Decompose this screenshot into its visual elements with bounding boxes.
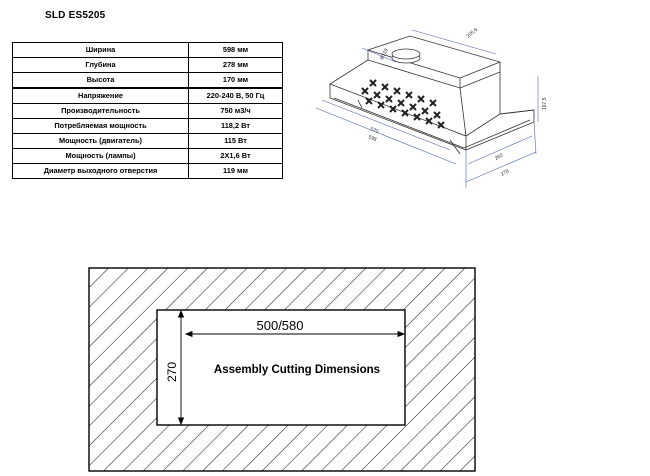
cutout-caption: Assembly Cutting Dimensions — [214, 364, 380, 376]
outlet-collar — [391, 48, 421, 64]
dim-total-width: 598 — [367, 134, 377, 143]
height-dimension-line — [177, 309, 185, 426]
spec-table: Ширина 598 мм Глубина 278 мм Высота 170 … — [12, 42, 283, 179]
spec-value: 278 мм — [188, 57, 283, 73]
hood-drawing: 205,6 ф119 167,5 570 598 260 278 — [315, 27, 548, 188]
spec-row-capacity: Производительность 750 м3/ч — [12, 103, 283, 119]
model-title: SLD ES5205 — [45, 10, 106, 21]
dim-front-width: 570 — [369, 126, 379, 135]
spec-row-height: Высота 170 мм — [12, 72, 283, 89]
dim-height: 167,5 — [542, 97, 548, 110]
spec-row-outlet: Диаметр выходного отверстия 119 мм — [12, 163, 283, 179]
spec-label: Глубина — [12, 57, 189, 73]
cutout-opening — [156, 309, 406, 426]
dim-depth-b: 278 — [500, 168, 510, 177]
width-dimension-line — [184, 330, 406, 338]
cutout-width-label: 500/580 — [257, 318, 304, 333]
spec-row-depth: Глубина 278 мм — [12, 57, 283, 73]
vent-pattern — [361, 79, 445, 129]
dim-depth-a: 260 — [494, 152, 504, 161]
spec-value: 119 мм — [188, 163, 283, 179]
hood-outline — [329, 35, 535, 155]
dim-outlet: ф119 — [379, 47, 390, 61]
dimension-lines — [315, 29, 539, 188]
cutout-height-label: 270 — [165, 362, 179, 382]
